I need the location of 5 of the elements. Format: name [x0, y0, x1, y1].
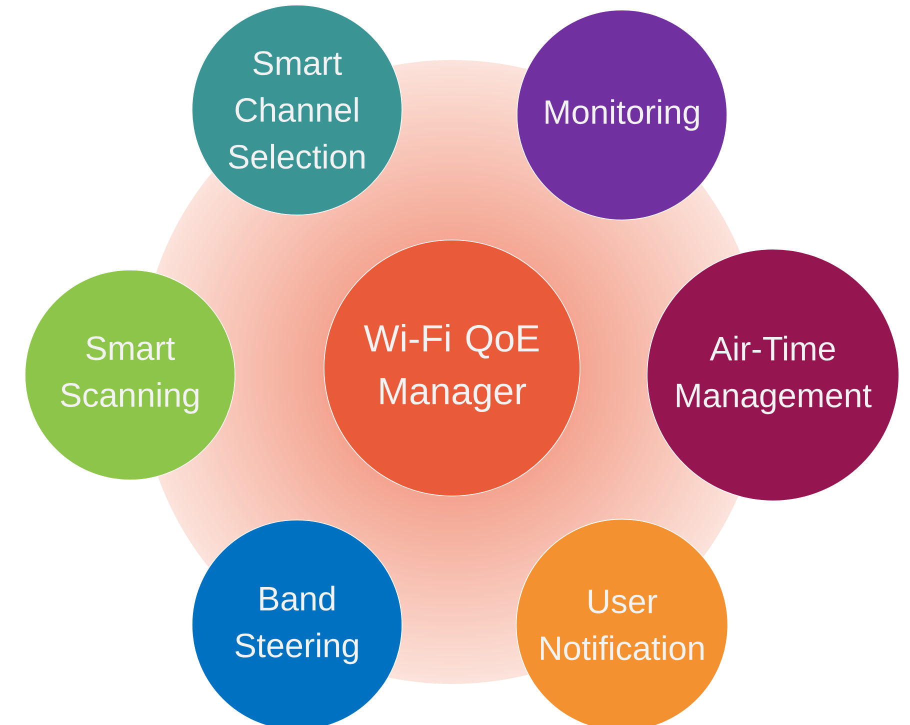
circle-node: Wi-Fi QoE Manager — [324, 240, 580, 496]
circle-node: Smart Scanning — [24, 270, 236, 480]
circle-node: Air-Time Management — [646, 248, 900, 502]
circle-node: Monitoring — [516, 10, 728, 220]
circle-node: Smart Channel Selection — [192, 4, 402, 216]
